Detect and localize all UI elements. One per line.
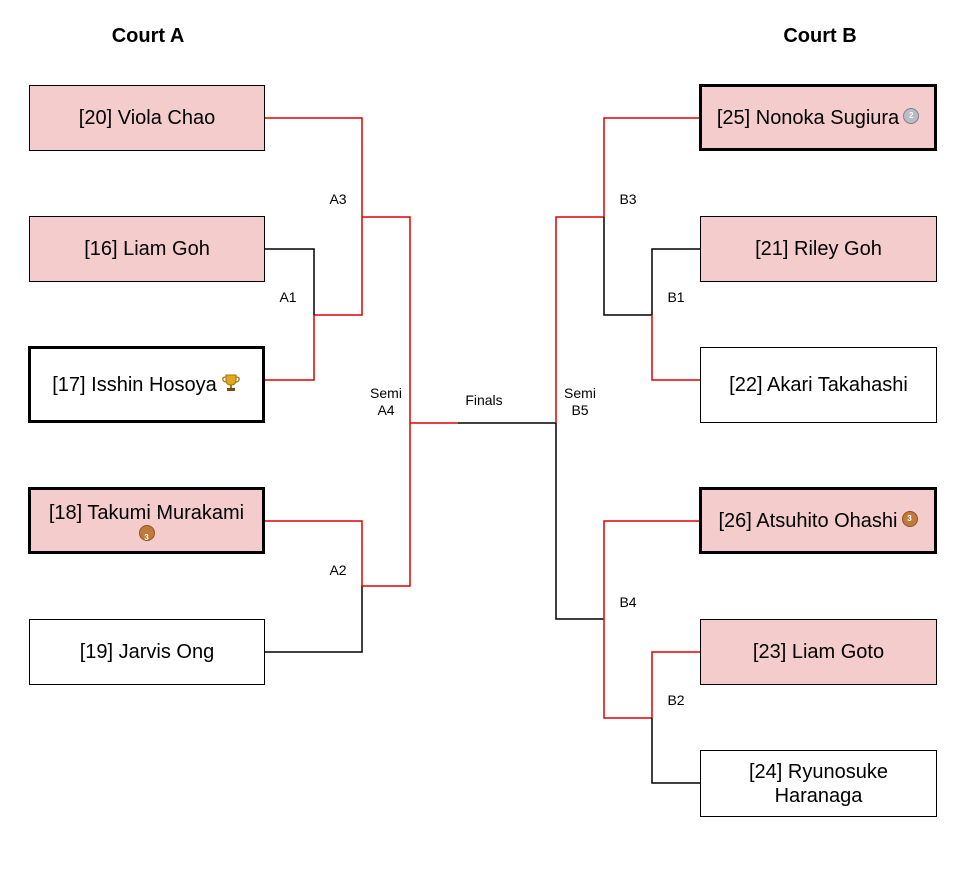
match-label-b2: B2 — [667, 692, 685, 708]
line-b4-bottom — [603, 619, 652, 719]
line-b2-top — [651, 651, 700, 718]
court-b-title: Court B — [783, 25, 857, 47]
line-a3-bottom — [314, 217, 363, 316]
player-box-19: [19] Jarvis Ong — [29, 619, 265, 685]
line-a2-top — [265, 520, 363, 586]
match-label-b3: B3 — [619, 191, 637, 207]
court-a-title: Court A — [111, 25, 185, 47]
match-label-a1: A1 — [279, 289, 297, 305]
player-box-23: [23] Liam Goto — [700, 619, 937, 685]
line-b3-top — [603, 117, 700, 217]
player-box-20: [20] Viola Chao — [29, 85, 265, 151]
player-name: [25] Nonoka Sugiura — [716, 106, 900, 129]
player-name: [16] Liam Goh — [84, 238, 210, 260]
match-label-a3: A3 — [329, 191, 347, 207]
line-b5-bottom — [555, 423, 604, 620]
match-label-a2: A2 — [329, 562, 347, 578]
trophy-icon — [221, 374, 240, 391]
player-name: [20] Viola Chao — [78, 107, 216, 129]
semi-word: Semi — [564, 385, 596, 401]
player-box-26: [26] Atsuhito Ohashi 3 — [699, 487, 937, 554]
player-name: [23] Liam Goto — [752, 641, 885, 663]
line-b1-top — [651, 248, 700, 315]
match-label-finals: Finals — [465, 392, 503, 408]
line-a1-top — [265, 248, 315, 315]
player-box-16: [16] Liam Goh — [29, 216, 265, 282]
line-a3-top — [265, 117, 363, 217]
line-a4-bottom — [362, 423, 411, 587]
player-name: [22] Akari Takahashi — [729, 374, 908, 396]
player-name: [18] Takumi Murakami — [48, 501, 245, 524]
match-label-b1: B1 — [667, 289, 685, 305]
player-name-line1: [24] Ryunosuke — [749, 760, 888, 783]
line-b3-bottom — [603, 217, 652, 316]
bronze-medal-icon: 3 — [901, 510, 918, 527]
player-name-line2: Haranaga — [774, 784, 863, 807]
player-box-18: [18] Takumi Murakami 3 — [28, 487, 265, 554]
line-b1-bottom — [651, 315, 700, 381]
player-name: [21] Riley Goh — [755, 238, 882, 260]
match-label-a4: Semi A4 — [362, 385, 410, 419]
line-b5-top — [555, 216, 604, 423]
line-a4-top — [362, 216, 411, 423]
silver-medal-icon: 2 — [903, 107, 920, 124]
match-code: B5 — [571, 402, 589, 418]
player-box-22: [22] Akari Takahashi — [700, 347, 937, 423]
semi-word: Semi — [370, 385, 402, 401]
match-label-b5: Semi B5 — [556, 385, 604, 419]
bronze-medal-icon: 3 — [138, 524, 155, 542]
match-code: A4 — [377, 402, 395, 418]
player-box-25: [25] Nonoka Sugiura 2 — [699, 84, 937, 151]
player-name: [26] Atsuhito Ohashi — [718, 509, 898, 532]
player-name: [17] Isshin Hosoya — [52, 373, 217, 396]
line-a1-bottom — [265, 315, 315, 381]
line-b2-bottom — [651, 718, 700, 784]
player-name: [19] Jarvis Ong — [79, 641, 215, 663]
line-b4-top — [603, 520, 700, 619]
line-a2-bottom — [265, 586, 363, 653]
player-box-17: [17] Isshin Hosoya — [28, 346, 265, 423]
player-box-24: [24] Ryunosuke Haranaga — [700, 750, 937, 817]
player-box-21: [21] Riley Goh — [700, 216, 937, 282]
match-label-b4: B4 — [619, 594, 637, 610]
